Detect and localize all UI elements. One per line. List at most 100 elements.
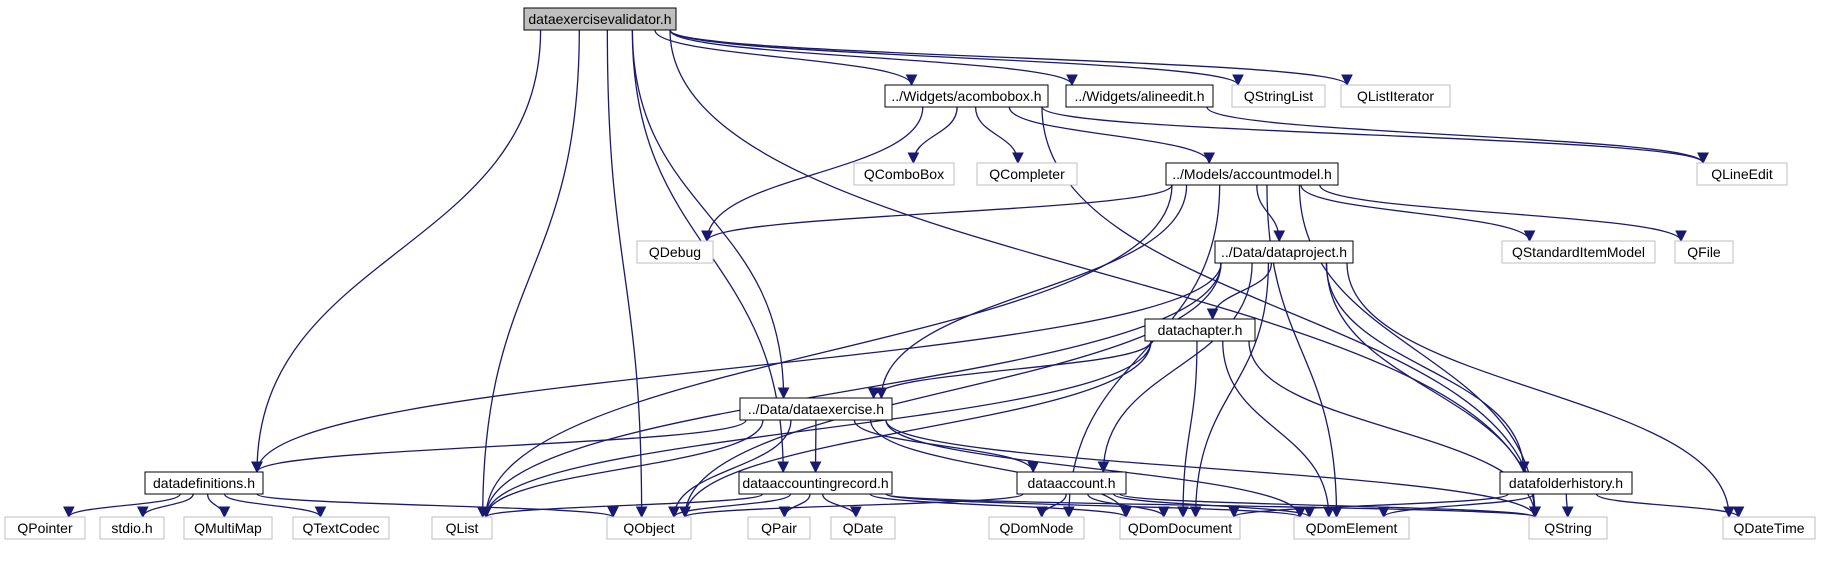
- edge-accountmodel-to-qlist: [480, 184, 1173, 519]
- node-qstandarditemmodel: QStandardItemModel: [1501, 240, 1656, 264]
- node-qlistiterator-box: [1340, 84, 1451, 108]
- node-accountmodel[interactable]: ../Models/accountmodel.h: [1165, 162, 1339, 186]
- edge-datafolderhistory-to-qdomelement: [1377, 493, 1535, 519]
- node-qfile-box: [1674, 240, 1734, 264]
- edge-root-to-qlist: [476, 29, 580, 519]
- node-stdio-box: [99, 516, 165, 540]
- node-dataproject[interactable]: ../Data/dataproject.h: [1214, 240, 1354, 264]
- node-qstringlist-box: [1231, 84, 1326, 108]
- edge-dataproject-to-datachapter: [1206, 262, 1273, 321]
- edge-dataaccountingrecord-to-qobject: [668, 493, 792, 519]
- node-datadefinitions-box: [144, 471, 264, 495]
- edge-root-to-qlistiterator: [669, 29, 1353, 87]
- node-dataaccountingrecord-box: [738, 471, 893, 495]
- node-qstandarditemmodel-label: QStandardItemModel: [1512, 244, 1645, 260]
- node-qmultimap-box: [183, 516, 273, 540]
- node-accountmodel-label: ../Models/accountmodel.h: [1172, 166, 1332, 182]
- node-qtextcodec-label: QTextCodec: [302, 520, 379, 536]
- node-dataexercise-label: ../Data/dataexercise.h: [748, 401, 884, 417]
- node-datafolderhistory[interactable]: datafolderhistory.h: [1499, 471, 1633, 495]
- node-qdate-box: [830, 516, 896, 540]
- node-qlist-label: QList: [446, 520, 479, 536]
- edge-dataaccountingrecord-to-qlist: [480, 493, 764, 519]
- node-qpointer-box: [4, 516, 86, 540]
- edge-root-to-alineedit: [669, 29, 1078, 87]
- node-qpair-box: [747, 516, 811, 540]
- node-qobject: QObject: [606, 516, 692, 540]
- node-datadefinitions-label: datadefinitions.h: [153, 475, 255, 491]
- node-datadefinitions[interactable]: datadefinitions.h: [144, 471, 264, 495]
- node-qdatetime: QDateTime: [1722, 516, 1816, 540]
- edge-dataproject-to-qdomdocument: [1189, 262, 1270, 519]
- edge-datadefinitions-to-qtextcodec: [223, 493, 327, 519]
- node-qlineedit-box: [1696, 162, 1788, 186]
- node-layer: dataexercisevalidator.h ../Widgets/acombo…: [4, 7, 1816, 540]
- edge-dataexercise-to-qstring: [885, 419, 1541, 519]
- edge-dataexercise-to-qobject: [668, 419, 792, 519]
- edge-accountmodel-to-qfile: [1319, 184, 1687, 243]
- edge-root-to-qstring: [669, 29, 1541, 519]
- node-dataproject-box: [1214, 240, 1354, 264]
- edge-root-to-qobject: [606, 29, 648, 519]
- node-stdio-label: stdio.h: [111, 520, 152, 536]
- edge-datadefinitions-to-qobject: [256, 493, 619, 519]
- edge-accountmodel-to-qdomelement: [1266, 184, 1343, 519]
- node-qstringlist-label: QStringList: [1244, 88, 1313, 104]
- node-dataexercise-box: [739, 397, 893, 421]
- node-stdio: stdio.h: [99, 516, 165, 540]
- edge-datadefinitions-to-qpointer: [63, 493, 181, 519]
- node-qdomdocument: QDomDocument: [1119, 516, 1241, 540]
- edge-datachapter-to-qdomelement: [1222, 340, 1335, 519]
- node-acombobox-box: [884, 84, 1049, 108]
- node-dataaccount-label: dataaccount.h: [1028, 475, 1116, 491]
- node-datachapter-box: [1144, 318, 1256, 342]
- node-qcompleter-box: [976, 162, 1078, 186]
- node-dataexercise[interactable]: ../Data/dataexercise.h: [739, 397, 893, 421]
- node-qdate: QDate: [830, 516, 896, 540]
- node-dataaccount[interactable]: dataaccount.h: [1016, 471, 1127, 495]
- node-qpointer-label: QPointer: [17, 520, 73, 536]
- edge-datachapter-to-qobject: [679, 340, 1152, 519]
- edge-accountmodel-to-qdebug: [701, 184, 1173, 243]
- node-qdatetime-box: [1722, 516, 1816, 540]
- edge-datafolderhistory-to-qdomdocument: [1228, 493, 1509, 519]
- node-qdate-label: QDate: [843, 520, 884, 536]
- node-qstring-box: [1528, 516, 1608, 540]
- edge-acombobox-to-qdebug: [701, 106, 924, 243]
- node-qmultimap-label: QMultiMap: [194, 520, 262, 536]
- node-acombobox[interactable]: ../Widgets/acombobox.h: [884, 84, 1049, 108]
- node-qcombobox: QComboBox: [853, 162, 955, 186]
- node-alineedit-box: [1065, 84, 1214, 108]
- node-qdatetime-label: QDateTime: [1733, 520, 1804, 536]
- node-qdomdocument-box: [1119, 516, 1241, 540]
- node-datachapter-label: datachapter.h: [1158, 322, 1243, 338]
- edge-datafolderhistory-to-qdatetime: [1595, 493, 1745, 519]
- node-qcombobox-label: QComboBox: [864, 166, 944, 182]
- edge-dataexercise-to-datadefinitions: [251, 419, 747, 474]
- node-datafolderhistory-box: [1499, 471, 1633, 495]
- node-qlineedit: QLineEdit: [1696, 162, 1788, 186]
- edge-acombobox-to-qcombobox: [907, 106, 958, 165]
- node-dataproject-label: ../Data/dataproject.h: [1221, 244, 1347, 260]
- edge-dataproject-to-datafolderhistory: [1325, 262, 1530, 474]
- node-qfile: QFile: [1674, 240, 1734, 264]
- node-alineedit-label: ../Widgets/alineedit.h: [1075, 88, 1205, 104]
- node-accountmodel-box: [1165, 162, 1339, 186]
- node-dataaccountingrecord[interactable]: dataaccountingrecord.h: [738, 471, 893, 495]
- node-qdomnode-box: [988, 516, 1085, 540]
- edge-root-to-qstringlist: [669, 29, 1244, 87]
- edge-root-to-datadefinitions: [251, 29, 542, 474]
- node-root[interactable]: dataexercisevalidator.h: [523, 7, 677, 31]
- node-qlist-box: [431, 516, 493, 540]
- edge-accountmodel-to-dataexercise: [875, 184, 1188, 400]
- node-qlistiterator: QListIterator: [1340, 84, 1451, 108]
- edge-dataaccount-to-qobject: [679, 493, 1024, 519]
- edge-dataaccount-to-qdomnode: [1035, 493, 1067, 519]
- node-qcompleter-label: QCompleter: [989, 166, 1065, 182]
- edge-dataaccountingrecord-to-qdomelement: [885, 493, 1306, 519]
- edge-dataaccount-to-qdomelement: [1112, 493, 1316, 519]
- node-qstring-label: QString: [1544, 520, 1591, 536]
- node-alineedit[interactable]: ../Widgets/alineedit.h: [1065, 84, 1214, 108]
- node-qdomdocument-label: QDomDocument: [1128, 520, 1232, 536]
- node-datachapter[interactable]: datachapter.h: [1144, 318, 1256, 342]
